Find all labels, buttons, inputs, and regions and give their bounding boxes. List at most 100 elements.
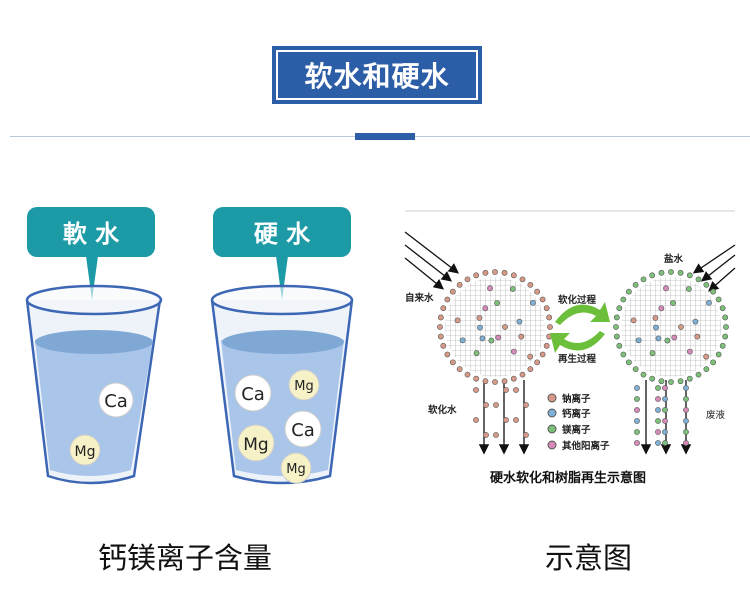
ion-dot [653, 324, 659, 331]
ion-dot [695, 371, 702, 378]
ion-dot [482, 269, 489, 276]
ion-dot [686, 348, 693, 355]
regeneration-label: 再生过程 [558, 353, 597, 365]
ion-dot [440, 342, 447, 349]
ion-dot [658, 305, 665, 312]
brine-label: 盐水 [664, 253, 684, 265]
ion-dot [634, 385, 640, 391]
cycle-arrow-icon [555, 302, 610, 325]
divider-accent [355, 133, 415, 140]
ion-dot [685, 286, 692, 292]
ion-dot [634, 429, 640, 435]
ion-dot [677, 269, 684, 276]
ion-dot [632, 281, 639, 288]
ion-dot [662, 429, 668, 435]
ion-dot [464, 371, 471, 378]
ion-dot [694, 333, 701, 340]
hard-label: 硬 水 [254, 220, 311, 248]
ion-dot [625, 359, 632, 366]
tap-water-label: 自来水 [405, 292, 434, 304]
ion-dot [658, 378, 665, 385]
ion-dot [547, 324, 553, 330]
ion-dot [715, 351, 722, 358]
ion-dot [509, 286, 516, 292]
ion-dot [655, 335, 662, 342]
ion-dot [440, 305, 447, 312]
ion-dot [527, 366, 534, 373]
ion-dot [456, 366, 463, 373]
ion-dot [444, 296, 451, 303]
ion-dot [487, 285, 493, 292]
ion-dot [686, 375, 693, 382]
ion-dot [518, 333, 525, 340]
ion-dot [706, 299, 712, 306]
ion-dot [492, 379, 498, 385]
ion-dot [634, 407, 640, 413]
ion-dot [510, 272, 517, 279]
ion-dot [663, 285, 669, 292]
ion-dot [503, 417, 509, 423]
ion-dot [640, 371, 647, 378]
ion-dot [473, 387, 479, 393]
resin-diagram: 自来水 盐水 软化过程 再生过程 软化水 废液 钠离子 钙离子 镁离子 其他阳离… [404, 210, 736, 486]
ion-dot [493, 432, 499, 438]
legend-magnesium: 镁离子 [562, 424, 591, 436]
softening-label: 软化过程 [558, 294, 597, 306]
soft-water-glass: 軟 水 Ca Mg [25, 207, 163, 485]
ion-dot [722, 314, 729, 321]
ion-dot [662, 440, 668, 446]
ion-dot [662, 418, 668, 424]
ion-dot [710, 359, 717, 366]
ion-dot [613, 324, 619, 330]
ion-dot [658, 269, 665, 276]
ion-dot [683, 440, 689, 446]
cycle-arrow-icon [550, 331, 605, 353]
ion-dot [492, 269, 498, 275]
ion-dot [456, 281, 463, 288]
ion-dot [464, 276, 471, 283]
ion-dot [473, 375, 480, 382]
ion-dot [494, 300, 500, 306]
ion-dot [692, 318, 699, 325]
ion-dot [662, 385, 668, 391]
ion-dot [479, 335, 486, 342]
ion-ca: Ca [104, 391, 128, 412]
diagram-title: 硬水软化和树脂再生示意图 [490, 470, 646, 486]
resin-bead-left [445, 277, 545, 377]
ion-dot [546, 314, 553, 321]
legend-sodium: 钠离子 [562, 393, 591, 405]
ion-dot [703, 353, 710, 360]
ion-dot [493, 402, 499, 408]
ion-mg: Mg [75, 444, 96, 460]
ion-dot [634, 396, 640, 402]
ion-dot [449, 359, 456, 366]
ion-dot [483, 402, 489, 408]
ion-dot [510, 375, 517, 382]
ion-dot [483, 432, 489, 438]
ion-dot [482, 305, 489, 312]
ion-dot [723, 324, 729, 330]
ion-dot [655, 407, 661, 413]
ion-dot [655, 440, 661, 446]
ion-dot [473, 417, 479, 423]
ion-dot [534, 359, 541, 366]
ion-dot [519, 276, 526, 283]
ion-dot [662, 407, 668, 413]
ion-dot [640, 276, 647, 283]
ion-dot [655, 385, 661, 391]
ion-dot [683, 407, 689, 413]
ion-dot [703, 366, 710, 373]
ion-dot [495, 334, 502, 341]
ion-dot [539, 351, 546, 358]
legend: 钠离子 钙离子 镁离子 其他阳离子 [547, 393, 610, 452]
ion-dot [523, 402, 529, 408]
ion-dot [683, 418, 689, 424]
ion-mg: Mg [243, 435, 268, 455]
ion-dot [473, 272, 480, 279]
ion-dot [501, 378, 508, 385]
ion-dot [620, 296, 627, 303]
ion-dot [543, 342, 550, 349]
ion-mg: Mg [294, 379, 313, 394]
legend-calcium: 钙离子 [562, 408, 591, 420]
ion-dot [503, 387, 509, 393]
